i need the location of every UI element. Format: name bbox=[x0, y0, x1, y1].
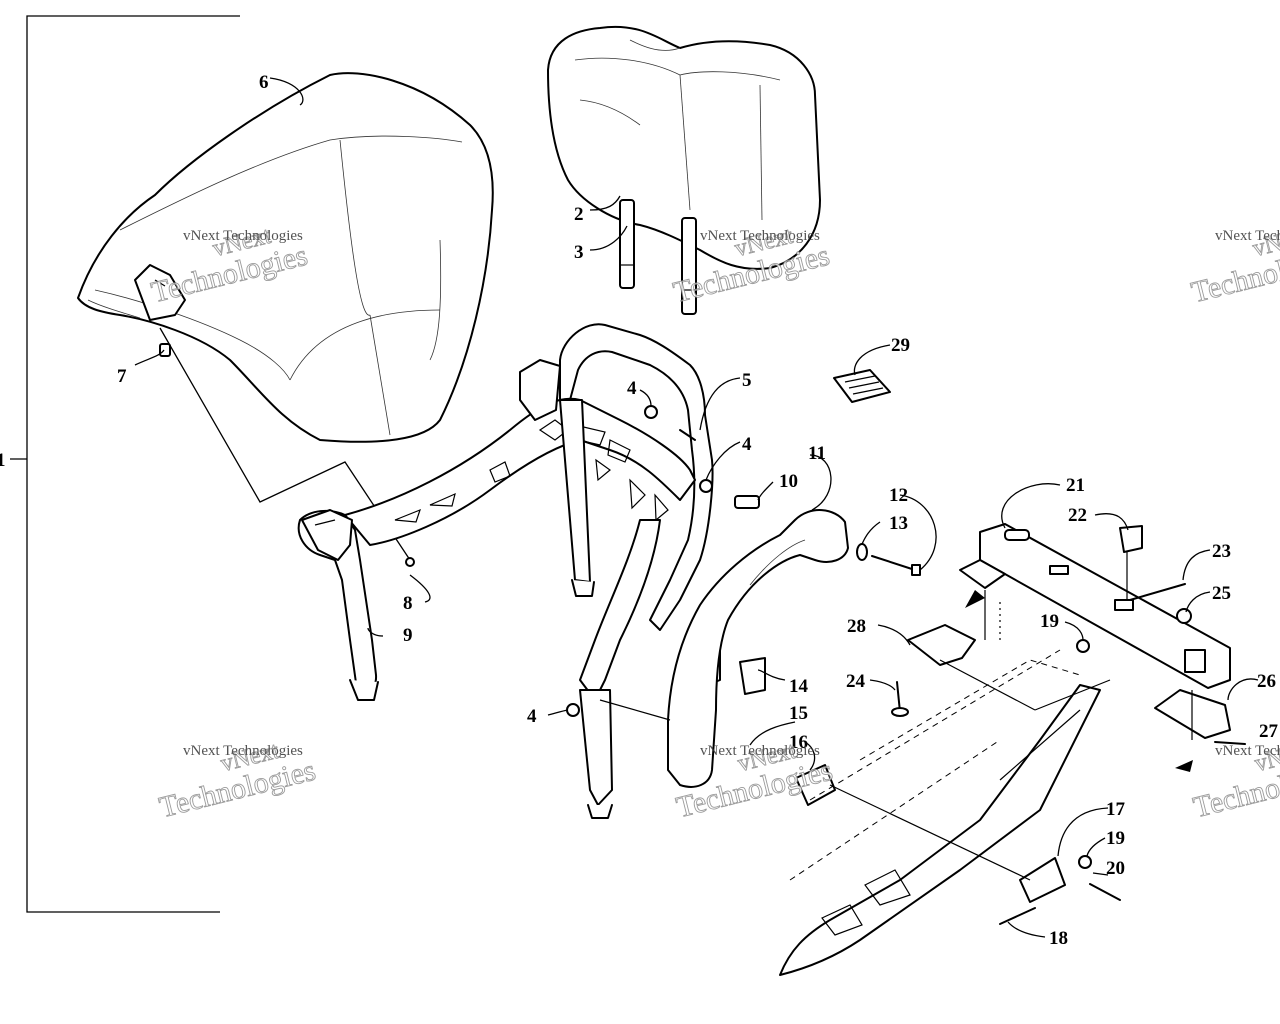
callout-17: 17 bbox=[1106, 799, 1126, 820]
callout-13: 13 bbox=[889, 513, 908, 534]
watermark-small: vNext Technologies bbox=[1215, 228, 1280, 244]
backrest-pad bbox=[547, 25, 821, 270]
tunnel-outline bbox=[779, 649, 1101, 976]
callout-8: 8 bbox=[403, 593, 413, 614]
watermark-small: vNext Technologies bbox=[1215, 743, 1280, 759]
callout-26: 26 bbox=[1257, 671, 1276, 692]
seat-cushion bbox=[77, 72, 494, 443]
callout-5: 5 bbox=[742, 370, 752, 391]
hardware bbox=[405, 369, 921, 717]
callout-6: 6 bbox=[259, 72, 269, 93]
callout-23: 23 bbox=[1212, 541, 1231, 562]
callout-21: 21 bbox=[1066, 475, 1085, 496]
callout-27: 27 bbox=[1259, 721, 1279, 742]
callout-18: 18 bbox=[1049, 928, 1068, 949]
callout-19b: 19 bbox=[1106, 828, 1125, 849]
callout-24: 25 bbox=[1212, 583, 1231, 604]
callout-22: 22 bbox=[1068, 505, 1087, 526]
callout-12: 12 bbox=[889, 485, 908, 506]
mounting-rail bbox=[795, 523, 1246, 925]
callout-9: 9 bbox=[403, 625, 413, 646]
side-handle bbox=[667, 509, 849, 788]
callout-1: 1 bbox=[0, 450, 6, 471]
backrest-frame bbox=[297, 323, 766, 819]
callout-4c: 4 bbox=[527, 706, 537, 727]
callout-labels: 1 2 3 4 4 4 5 6 7 8 9 10 11 12 13 14 15 … bbox=[0, 72, 1279, 949]
seat-clip bbox=[159, 343, 171, 357]
callout-15: 15 bbox=[789, 703, 808, 724]
leader-lines bbox=[134, 77, 1259, 938]
callout-7: 7 bbox=[117, 366, 127, 387]
backrest-posts bbox=[619, 199, 697, 315]
callout-29: 29 bbox=[891, 335, 910, 356]
callout-25: 24 bbox=[846, 671, 866, 692]
watermark-small: vNext Technologies bbox=[183, 743, 303, 759]
callout-3: 3 bbox=[574, 242, 584, 263]
callout-16: 16 bbox=[789, 732, 808, 753]
callout-11: 11 bbox=[808, 443, 826, 464]
callout-20: 20 bbox=[1106, 858, 1125, 879]
assembly-bracket bbox=[10, 15, 240, 913]
callout-4a: 4 bbox=[627, 378, 637, 399]
callout-19a: 19 bbox=[1040, 611, 1059, 632]
callout-2: 2 bbox=[574, 204, 584, 225]
watermark-small: vNext Technologies bbox=[700, 743, 820, 759]
callout-28: 28 bbox=[847, 616, 866, 637]
watermark-small: vNext Technologies bbox=[700, 228, 820, 244]
callout-4b: 4 bbox=[742, 434, 752, 455]
callout-14: 14 bbox=[789, 676, 809, 697]
watermark-small: vNext Technologies bbox=[183, 228, 303, 244]
callout-10: 10 bbox=[779, 471, 798, 492]
